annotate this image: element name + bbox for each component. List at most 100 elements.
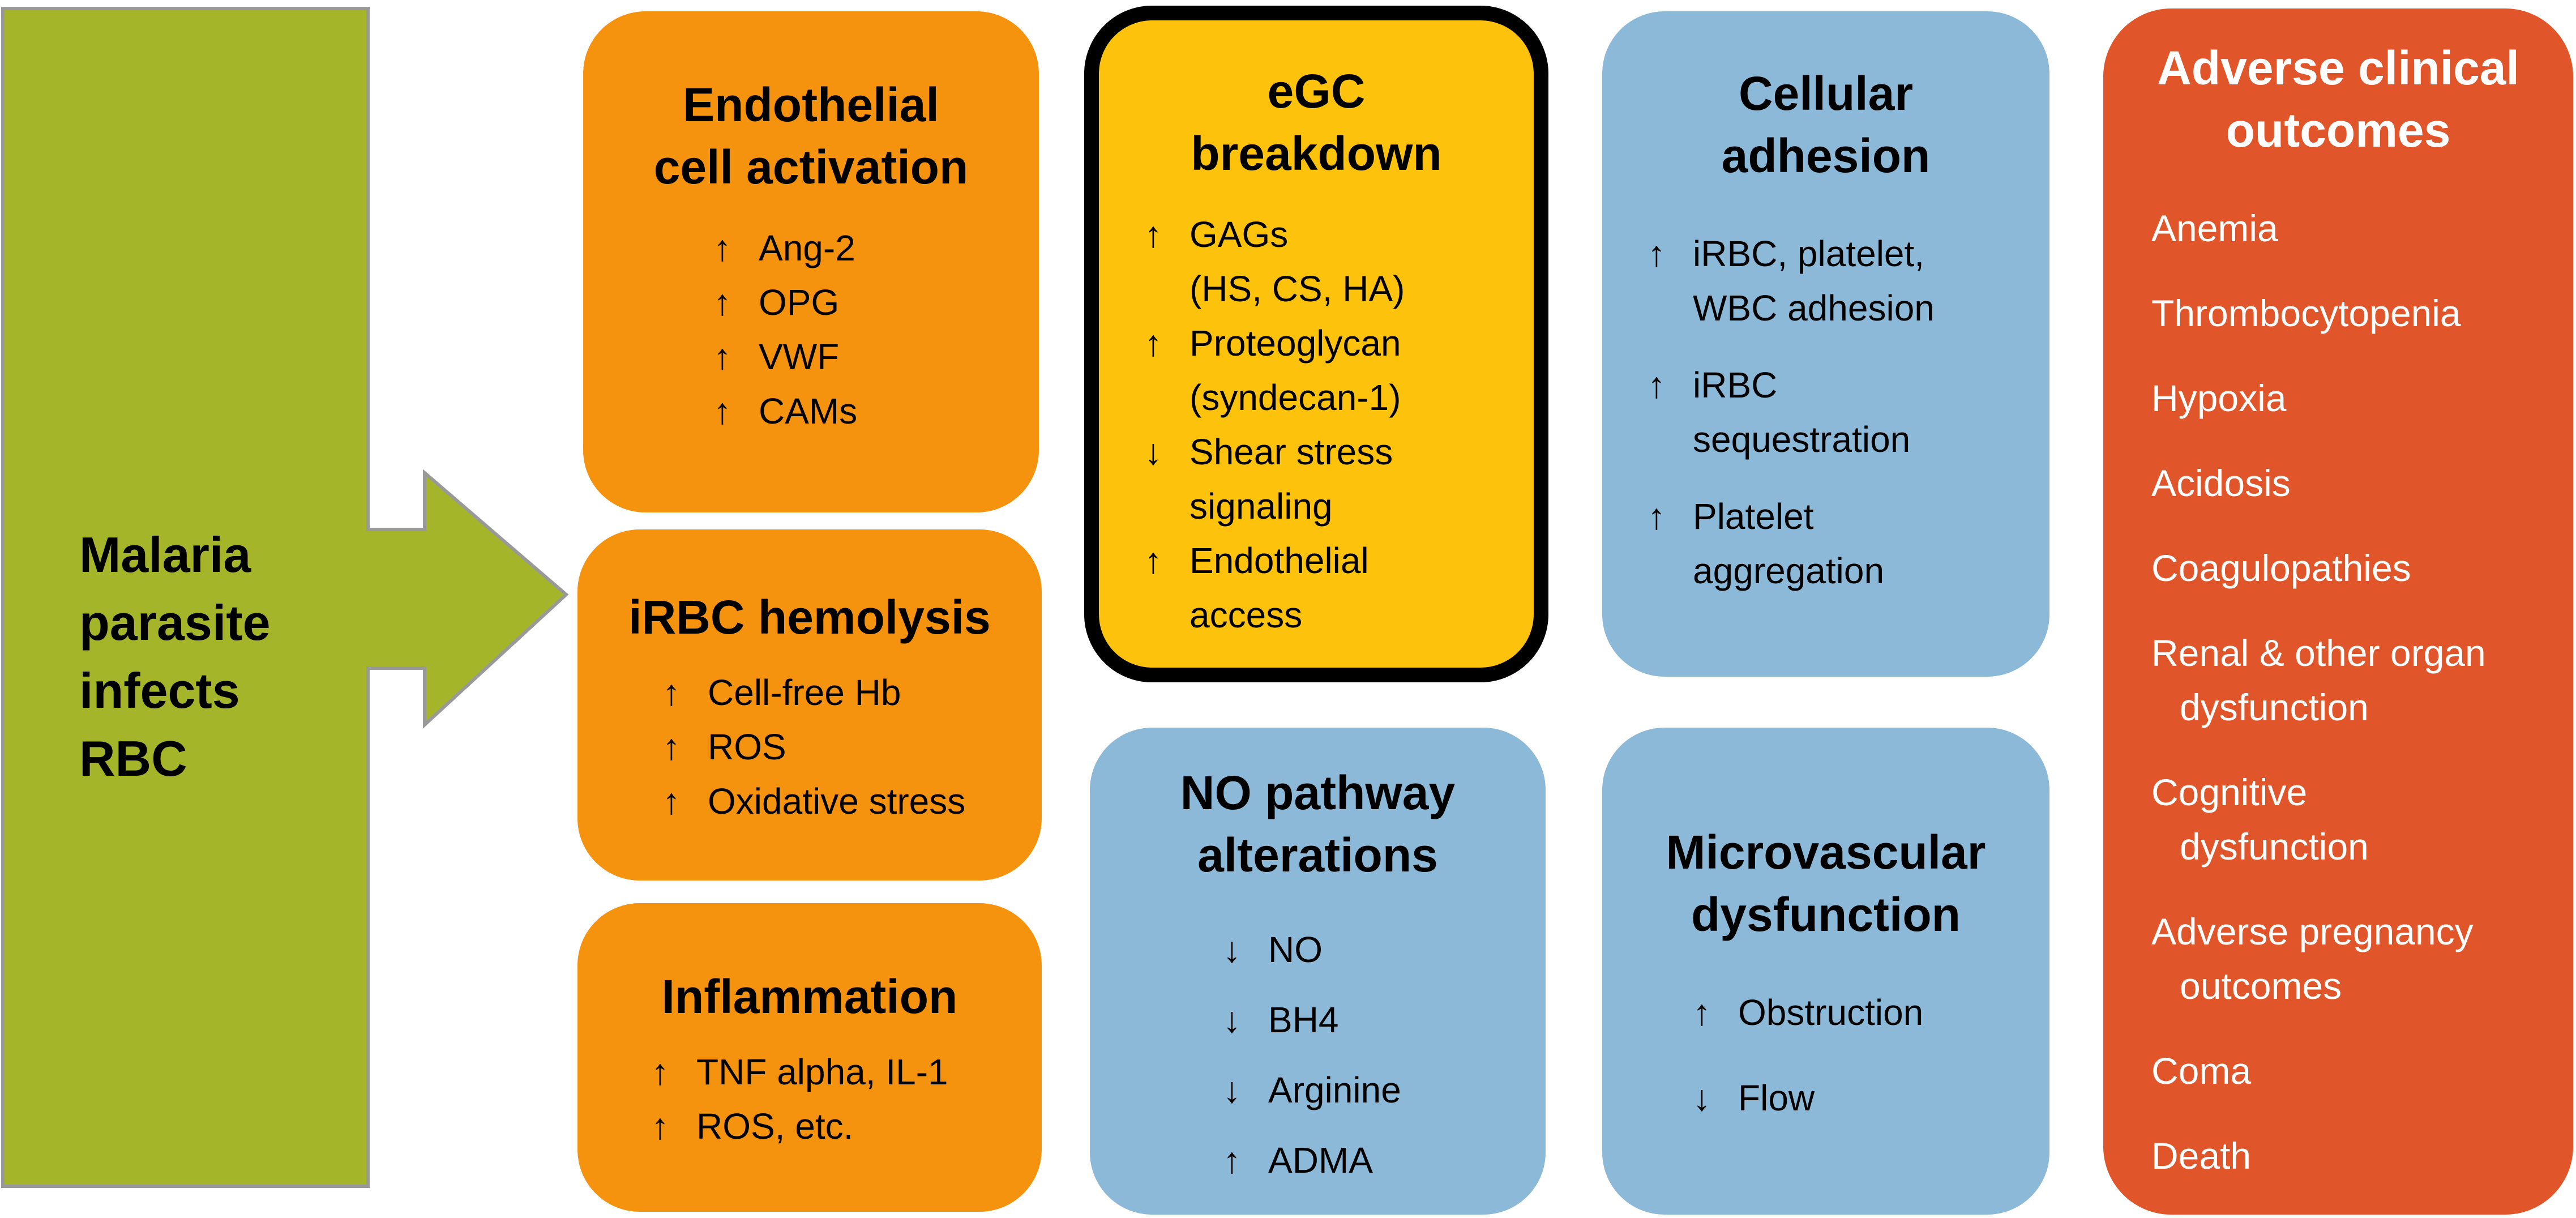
- list-item-line: WBC adhesion: [1693, 288, 1935, 328]
- up-arrow-icon: ↑: [651, 1052, 669, 1092]
- list-item: Death: [2151, 1129, 2545, 1183]
- box-title-line: Adverse clinical: [2157, 41, 2519, 95]
- cellular-adhesion-box: Cellular adhesion ↑iRBC, platelet,WBC ad…: [1602, 11, 2049, 677]
- list-item-line: GAGs: [1189, 214, 1289, 255]
- box-title: NO pathway alterations: [1124, 762, 1512, 886]
- list-item-text: Thrombocytopenia: [2151, 286, 2461, 340]
- box-item-list: ↑Cell-free Hb↑ROS↑Oxidative stress: [662, 665, 1008, 828]
- list-item-line: Platelet: [1693, 496, 1814, 537]
- down-arrow-icon: ↓: [1223, 929, 1241, 970]
- list-item-text: Anemia: [2151, 201, 2278, 255]
- list-item-text: VWF: [759, 330, 839, 384]
- list-item: Acidosis: [2151, 456, 2545, 510]
- list-item-text: Ang-2: [759, 221, 855, 275]
- list-item-line: Oxidative stress: [708, 781, 966, 822]
- list-item: Thrombocytopenia: [2151, 286, 2545, 340]
- list-item-line: Death: [2151, 1135, 2252, 1177]
- list-item-line: Endothelial: [1189, 540, 1369, 581]
- list-item: ↑GAGs(HS, CS, HA): [1144, 207, 1500, 316]
- list-item: Coagulopathies: [2151, 541, 2545, 595]
- list-item-line: ROS: [708, 726, 786, 767]
- list-item: ↓Flow: [1693, 1071, 2016, 1125]
- list-item-line: Shear stress: [1189, 431, 1393, 472]
- list-item-text: Coma: [2151, 1044, 2251, 1098]
- list-item-text: Proteoglycan(syndecan-1): [1189, 316, 1401, 425]
- source-arrow: [1, 7, 569, 1188]
- list-item-text: Cell-free Hb: [708, 665, 901, 720]
- list-item-line: CAMs: [759, 391, 858, 431]
- list-item-line: access: [1189, 595, 1303, 635]
- box-item-list: ↑GAGs(HS, CS, HA)↑Proteoglycan(syndecan-…: [1144, 207, 1500, 642]
- box-title: Cellular adhesion: [1636, 62, 2016, 187]
- down-arrow-icon: ↓: [1223, 1070, 1241, 1110]
- box-title: Adverse clinical outcomes: [2132, 37, 2545, 161]
- up-arrow-icon: ↑: [1144, 540, 1162, 581]
- list-item: ↑iRBC, platelet,WBC adhesion: [1648, 226, 2016, 335]
- list-item: Hypoxia: [2151, 371, 2545, 425]
- list-item-line: Hypoxia: [2151, 377, 2287, 419]
- list-item: ↑Cell-free Hb: [662, 665, 1008, 720]
- box-item-list: ↑ Ang-2↑OPG ↑ VWF ↑ CAMs: [713, 221, 1005, 438]
- list-item-line: Obstruction: [1738, 992, 1924, 1033]
- list-item: ↑ ADMA: [1223, 1125, 1512, 1195]
- list-item-line: dysfunction: [2180, 686, 2369, 728]
- list-item: Coma: [2151, 1044, 2545, 1098]
- list-item-text: Flow: [1738, 1071, 1815, 1125]
- list-item-text: Obstruction: [1738, 985, 1923, 1040]
- source-arrow-shape: [1, 7, 569, 1188]
- up-arrow-icon: ↑: [1144, 323, 1162, 364]
- up-arrow-icon: ↑: [713, 228, 731, 268]
- hemolysis-box: iRBC hemolysis ↑Cell-free Hb↑ROS↑Oxidati…: [577, 529, 1042, 881]
- list-item-line: (syndecan-1): [1189, 377, 1401, 418]
- box-title-line: NO pathway: [1180, 766, 1456, 819]
- box-item-list: ↓ NO ↓ BH4 ↓Arginine ↑ ADMA: [1223, 914, 1512, 1195]
- box-title-line: Cellular: [1738, 67, 1914, 120]
- list-item: Anemia: [2151, 201, 2545, 255]
- down-arrow-icon: ↓: [1223, 999, 1241, 1040]
- list-item: ↑OPG: [713, 275, 1005, 330]
- list-item-line: NO: [1268, 929, 1323, 970]
- up-arrow-icon: ↑: [1648, 233, 1666, 274]
- list-item-text: Platelet aggregation: [1693, 489, 1884, 598]
- egc-breakdown-box: eGC breakdown ↑GAGs(HS, CS, HA)↑Proteogl…: [1084, 6, 1548, 682]
- endothelial-activation-box: Endothelial cell activation ↑Ang-2↑OPG↑V…: [583, 11, 1039, 512]
- list-item-text: Coagulopathies: [2151, 541, 2411, 595]
- list-item: ↓Arginine: [1223, 1055, 1512, 1125]
- up-arrow-icon: ↑: [713, 391, 731, 431]
- box-title-line: Endothelial: [683, 78, 939, 131]
- list-item-text: ROS: [708, 720, 786, 774]
- up-arrow-icon: ↑: [1648, 496, 1666, 537]
- up-arrow-icon: ↑: [1223, 1140, 1241, 1181]
- list-item-line: sequestration: [1693, 419, 1911, 460]
- list-item-line: signaling: [1189, 486, 1333, 527]
- up-arrow-icon: ↑: [1693, 992, 1711, 1033]
- list-item-text: ADMA: [1268, 1125, 1373, 1195]
- box-title-line: iRBC hemolysis: [628, 591, 991, 644]
- list-item-line: BH4: [1268, 999, 1339, 1040]
- list-item-line: TNF alpha, IL-1: [696, 1052, 948, 1092]
- list-item-text: Shear stress signaling: [1189, 425, 1393, 533]
- box-item-list: ↑TNF alpha, IL-1↑ROS, etc.: [651, 1045, 1008, 1153]
- list-item: ↑Oxidative stress: [662, 774, 1008, 828]
- list-item-line: Coma: [2151, 1050, 2252, 1092]
- box-title: eGC breakdown: [1133, 60, 1500, 185]
- source-label-line: parasite: [79, 595, 271, 651]
- list-item: ↑ Obstruction: [1693, 985, 2016, 1040]
- up-arrow-icon: ↑: [713, 336, 731, 377]
- list-item-line: Cell-free Hb: [708, 672, 901, 713]
- list-item-text: NO: [1268, 914, 1323, 985]
- box-title-line: adhesion: [1721, 129, 1931, 182]
- list-item-text: ROS, etc.: [696, 1099, 853, 1153]
- list-item-text: Acidosis: [2151, 456, 2291, 510]
- list-item-line: iRBC: [1693, 365, 1778, 405]
- up-arrow-icon: ↑: [1144, 214, 1162, 255]
- list-item-line: aggregation: [1693, 550, 1885, 591]
